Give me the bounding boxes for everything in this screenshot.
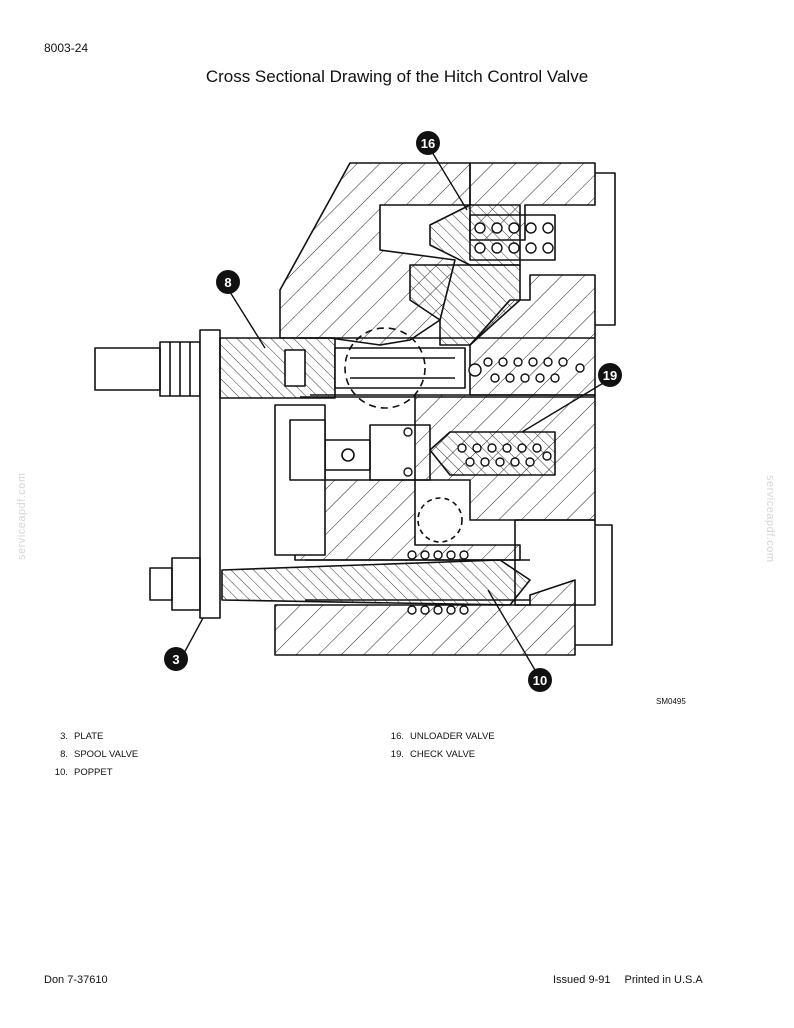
- callout-3-label: 3: [172, 652, 179, 667]
- detail-circle: [344, 327, 426, 409]
- housing-outline-upper: [595, 172, 616, 326]
- footer-document-number: Don 7-37610: [44, 974, 108, 986]
- legend-label: SPOOL VALVE: [74, 749, 139, 760]
- legend-column-1: 3. PLATE 8. SPOOL VALVE 10. POPPET: [48, 728, 138, 782]
- footer-printed: Printed in U.S.A: [624, 974, 703, 986]
- legend-item-plate: 3. PLATE: [48, 728, 138, 746]
- detail-circle-lower: [417, 497, 463, 543]
- legend-item-spool-valve: 8. SPOOL VALVE: [48, 746, 138, 764]
- unloader-stem: [409, 264, 521, 346]
- housing-right-frame: [514, 519, 596, 606]
- callout-19: 19: [598, 363, 622, 387]
- spring-coils: [403, 222, 585, 615]
- legend-number: 16.: [390, 731, 404, 742]
- unloader-valve: [429, 204, 521, 266]
- legend-label: CHECK VALVE: [410, 749, 476, 760]
- callout-8-label: 8: [224, 275, 231, 290]
- check-valve: [429, 431, 556, 476]
- footer-issued: Issued 9-91: [553, 974, 611, 986]
- callouts: 16 8 19 3 10: [164, 131, 622, 692]
- unloader-spring-housing: [469, 214, 556, 261]
- poppet-nut: [171, 557, 201, 611]
- page-number: 8003-24: [44, 41, 89, 55]
- callout-3: 3: [164, 647, 188, 671]
- left-cavity-inner: [289, 419, 326, 481]
- check-valve-pin: [324, 439, 371, 471]
- figure-code: SM0495: [656, 697, 686, 706]
- housing-outline-lower: [575, 524, 613, 646]
- callout-16: 16: [416, 131, 440, 155]
- page-title: Cross Sectional Drawing of the Hitch Con…: [205, 67, 589, 86]
- shaft: [94, 347, 161, 391]
- callout-10-label: 10: [533, 673, 547, 688]
- poppet: [221, 559, 531, 606]
- footer-issue-info: Issued 9-91 Printed in U.S.A: [553, 974, 703, 986]
- spool-valve: [219, 337, 336, 399]
- legend-number: 3.: [60, 731, 68, 742]
- callout-16-label: 16: [421, 136, 435, 151]
- legend-label: PLATE: [74, 731, 104, 742]
- callout-8: 8: [216, 270, 240, 294]
- leader-lines: [182, 151, 606, 671]
- callout-19-label: 19: [603, 368, 617, 383]
- legend-item-unloader-valve: 16. UNLOADER VALVE: [384, 728, 495, 746]
- legend-item-check-valve: 19. CHECK VALVE: [384, 746, 495, 764]
- legend-label: POPPET: [74, 767, 113, 778]
- plate: [199, 329, 221, 619]
- spool-stem: [334, 347, 466, 389]
- legend-number: 10.: [54, 767, 68, 778]
- legend-column-2: 16. UNLOADER VALVE 19. CHECK VALVE: [384, 728, 495, 764]
- legend-item-poppet: 10. POPPET: [48, 764, 138, 782]
- poppet-bolt-head: [149, 567, 173, 601]
- legend-number: 19.: [390, 749, 404, 760]
- callout-10: 10: [528, 668, 552, 692]
- legend-label: UNLOADER VALVE: [410, 731, 495, 742]
- legend-number: 8.: [60, 749, 68, 760]
- spool-valve-end: [284, 349, 306, 387]
